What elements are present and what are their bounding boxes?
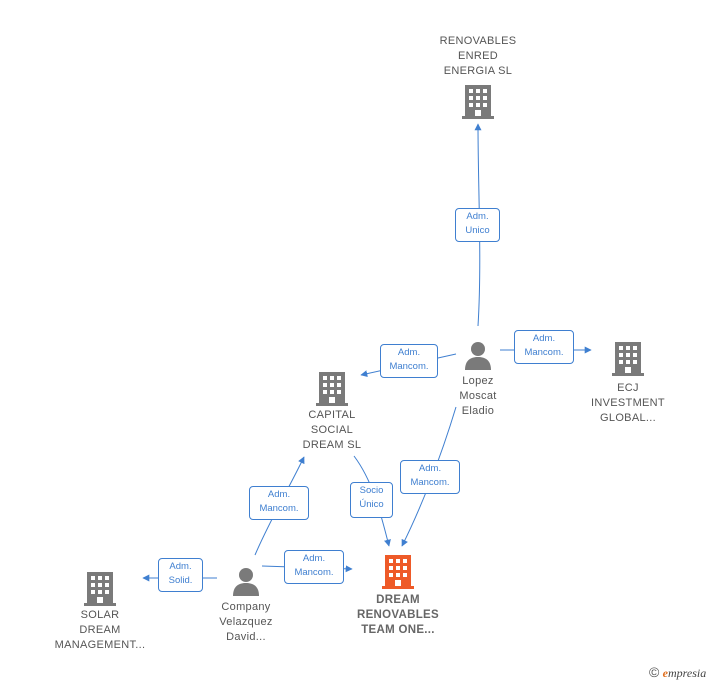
building-icon [316, 372, 348, 406]
copyright-symbol: © [649, 664, 660, 680]
edge-label-lopez-ecj[interactable]: Adm. Mancom. [514, 330, 574, 364]
person-icon [465, 342, 491, 370]
edge-label-velazquez-solar[interactable]: Adm. Solid. [158, 558, 203, 592]
edge-label-velazquez-capital[interactable]: Adm. Mancom. [249, 486, 309, 520]
edge-label-lopez-renovables[interactable]: Adm. Unico [455, 208, 500, 242]
node-dream-renovables[interactable]: DREAM RENOVABLES TEAM ONE... [338, 553, 458, 638]
person-icon [233, 568, 259, 596]
building-icon [84, 572, 116, 606]
node-company-velazquez[interactable]: Company Velazquez David... [206, 566, 286, 645]
node-label: DREAM RENOVABLES TEAM ONE... [356, 594, 440, 636]
building-icon [462, 85, 494, 119]
building-icon [612, 342, 644, 376]
footer-brand: © empresia [649, 664, 706, 681]
edge-label-lopez-dream[interactable]: Adm. Mancom. [400, 460, 460, 494]
node-ecj-investment[interactable]: ECJ INVESTMENT GLOBAL... [572, 340, 684, 426]
node-label: SOLAR DREAM MANAGEMENT... [54, 609, 146, 651]
brand-logo: empresia [663, 666, 707, 680]
node-label: RENOVABLES ENRED ENERGIA SL [439, 35, 517, 77]
node-capital-social[interactable]: CAPITAL SOCIAL DREAM SL [272, 370, 392, 453]
node-renovables-enred[interactable]: RENOVABLES ENRED ENERGIA SL [418, 34, 538, 119]
node-label: Company Velazquez David... [219, 601, 273, 643]
brand-e: e [662, 666, 668, 680]
edge-label-lopez-capital[interactable]: Adm. Mancom. [380, 344, 438, 378]
brand-text: mpresia [668, 666, 707, 680]
node-lopez-moscat[interactable]: Lopez Moscat Eladio [438, 340, 518, 419]
node-label: ECJ INVESTMENT GLOBAL... [591, 382, 665, 424]
edge-label-capital-dream[interactable]: Socio Único [350, 482, 393, 518]
building-icon [382, 555, 414, 589]
node-label: Lopez Moscat Eladio [459, 375, 497, 417]
edge-label-velazquez-dream[interactable]: Adm. Mancom. [284, 550, 344, 584]
node-solar-dream[interactable]: SOLAR DREAM MANAGEMENT... [44, 570, 156, 653]
node-label: CAPITAL SOCIAL DREAM SL [302, 409, 362, 451]
